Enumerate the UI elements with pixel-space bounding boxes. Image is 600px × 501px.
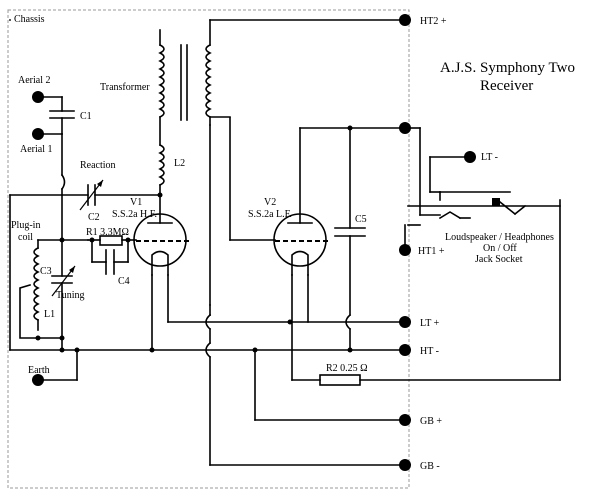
lt-plus-label: LT + <box>420 318 440 329</box>
transformer <box>158 29 212 196</box>
lt-minus-label: LT - <box>481 152 498 163</box>
aerial2-label: Aerial 2 <box>18 75 51 86</box>
reaction-capacitor <box>61 179 163 211</box>
v2-label: V2 <box>264 197 276 208</box>
ht2-label: HT2 + <box>420 16 447 27</box>
c1-label: C1 <box>80 111 92 122</box>
chassis-label: Chassis <box>14 14 45 25</box>
jack-label-line2: On / Off <box>483 243 517 254</box>
c3-label: C3 <box>40 266 52 277</box>
aerial-section <box>32 91 75 241</box>
valve-v1 <box>133 194 190 276</box>
ht1-label: HT1 + <box>418 246 445 257</box>
c5-label: C5 <box>355 214 367 225</box>
tuning-label: Tuning <box>56 290 85 301</box>
c4-label: C4 <box>118 276 130 287</box>
valve-v2 <box>273 127 328 276</box>
chassis-boundary <box>7 9 410 489</box>
earth-label: Earth <box>28 365 50 376</box>
r2-label: R2 0.25 Ω <box>326 363 368 374</box>
c2-label: C2 <box>88 212 100 223</box>
jack-label-line1: Loudspeaker / Headphones <box>445 232 554 243</box>
ht-minus-label: HT - <box>420 346 439 357</box>
jack-socket <box>399 127 561 256</box>
diagram-title-line1: A.J.S. Symphony Two <box>440 60 575 76</box>
gb-minus-label: GB - <box>420 461 440 472</box>
plug-in-coil <box>19 239 76 341</box>
l1-label: L1 <box>44 309 55 320</box>
transformer-label: Transformer <box>100 82 150 93</box>
r1-label: R1 3.3MΩ <box>86 227 129 238</box>
l2-label: L2 <box>174 158 185 169</box>
gb-plus-label: GB + <box>420 416 442 427</box>
v2-type-label: S.S.2a L.F. <box>248 209 292 220</box>
jack-label-line3: Jack Socket <box>475 254 523 265</box>
reaction-label: Reaction <box>80 160 116 171</box>
diagram-title-line2: Receiver <box>480 78 533 94</box>
plugin-label: Plug-in <box>11 220 40 231</box>
aerial1-label: Aerial 1 <box>20 144 53 155</box>
v1-label: V1 <box>130 197 142 208</box>
coil-label: coil <box>18 232 33 243</box>
v1-type-label: S.S.2a H.F. <box>112 209 157 220</box>
